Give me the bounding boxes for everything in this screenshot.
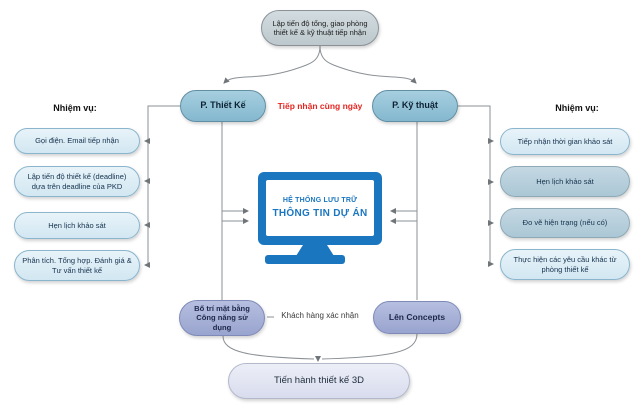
right-task-survey-appointment: Hẹn lịch khảo sát: [500, 166, 630, 197]
design-department-label: P. Thiết Kế: [200, 100, 246, 111]
left-task-label: Hẹn lịch khảo sát: [48, 220, 106, 230]
concepts-node: Lên Concepts: [373, 301, 461, 334]
final-3d-design-node: Tiến hành thiết kế 3D: [228, 363, 410, 399]
right-task-label: Hẹn lịch khảo sát: [536, 176, 594, 186]
monitor-stand-icon: [296, 244, 334, 256]
layout-function-node: Bố trí mặt bằng Công năng sử dụng: [179, 300, 265, 336]
technical-department-node: P. Kỹ thuật: [372, 90, 458, 122]
concepts-label: Lên Concepts: [388, 312, 446, 323]
monitor-screen: HỆ THỐNG LƯU TRỮ THÔNG TIN DỰ ÁN: [266, 180, 374, 236]
right-task-label: Đo vẽ hiện trạng (nếu có): [522, 218, 608, 228]
top-schedule-note: Lập tiến độ tổng, giao phòng thiết kế & …: [261, 10, 379, 46]
same-day-note: Tiếp nhận cùng ngày: [277, 101, 363, 111]
top-schedule-note-label: Lập tiến độ tổng, giao phòng thiết kế & …: [272, 18, 368, 37]
left-task-survey-appointment: Hẹn lịch khảo sát: [14, 212, 140, 239]
left-task-label: Phân tích. Tổng hợp. Đánh giá & Tư vấn t…: [22, 256, 132, 275]
right-task-receive-survey-time: Tiếp nhận thời gian khảo sát: [500, 128, 630, 155]
project-info-title: THÔNG TIN DỰ ÁN: [272, 208, 368, 219]
client-confirm-label: Khách hàng xác nhận: [274, 311, 366, 320]
design-department-node: P. Thiết Kế: [180, 90, 266, 122]
left-task-analysis-consulting: Phân tích. Tổng hợp. Đánh giá & Tư vấn t…: [14, 250, 140, 281]
right-task-label: Tiếp nhận thời gian khảo sát: [517, 136, 613, 146]
layout-function-label: Bố trí mặt bằng Công năng sử dụng: [194, 303, 250, 332]
right-tasks-title: Nhiệm vụ:: [555, 103, 599, 113]
technical-department-label: P. Kỹ thuật: [392, 100, 438, 111]
left-task-schedule-deadline: Lập tiến độ thiết kế (deadline) dựa trên…: [14, 166, 140, 197]
monitor-base-icon: [265, 255, 345, 264]
left-tasks-title: Nhiệm vụ:: [53, 103, 97, 113]
right-task-other-requests: Thực hiện các yêu cầu khác từ phòng thiế…: [500, 249, 630, 280]
right-task-site-measurement: Đo vẽ hiện trạng (nếu có): [500, 208, 630, 238]
storage-system-title: HỆ THỐNG LƯU TRỮ: [282, 197, 358, 204]
left-task-label: Gọi điện. Email tiếp nhận: [35, 136, 119, 146]
left-task-label: Lập tiến độ thiết kế (deadline) dựa trên…: [27, 172, 127, 191]
right-task-label: Thực hiện các yêu cầu khác từ phòng thiế…: [513, 255, 617, 274]
left-task-call-email: Gọi điện. Email tiếp nhận: [14, 128, 140, 154]
final-3d-design-label: Tiến hành thiết kế 3D: [274, 375, 364, 387]
